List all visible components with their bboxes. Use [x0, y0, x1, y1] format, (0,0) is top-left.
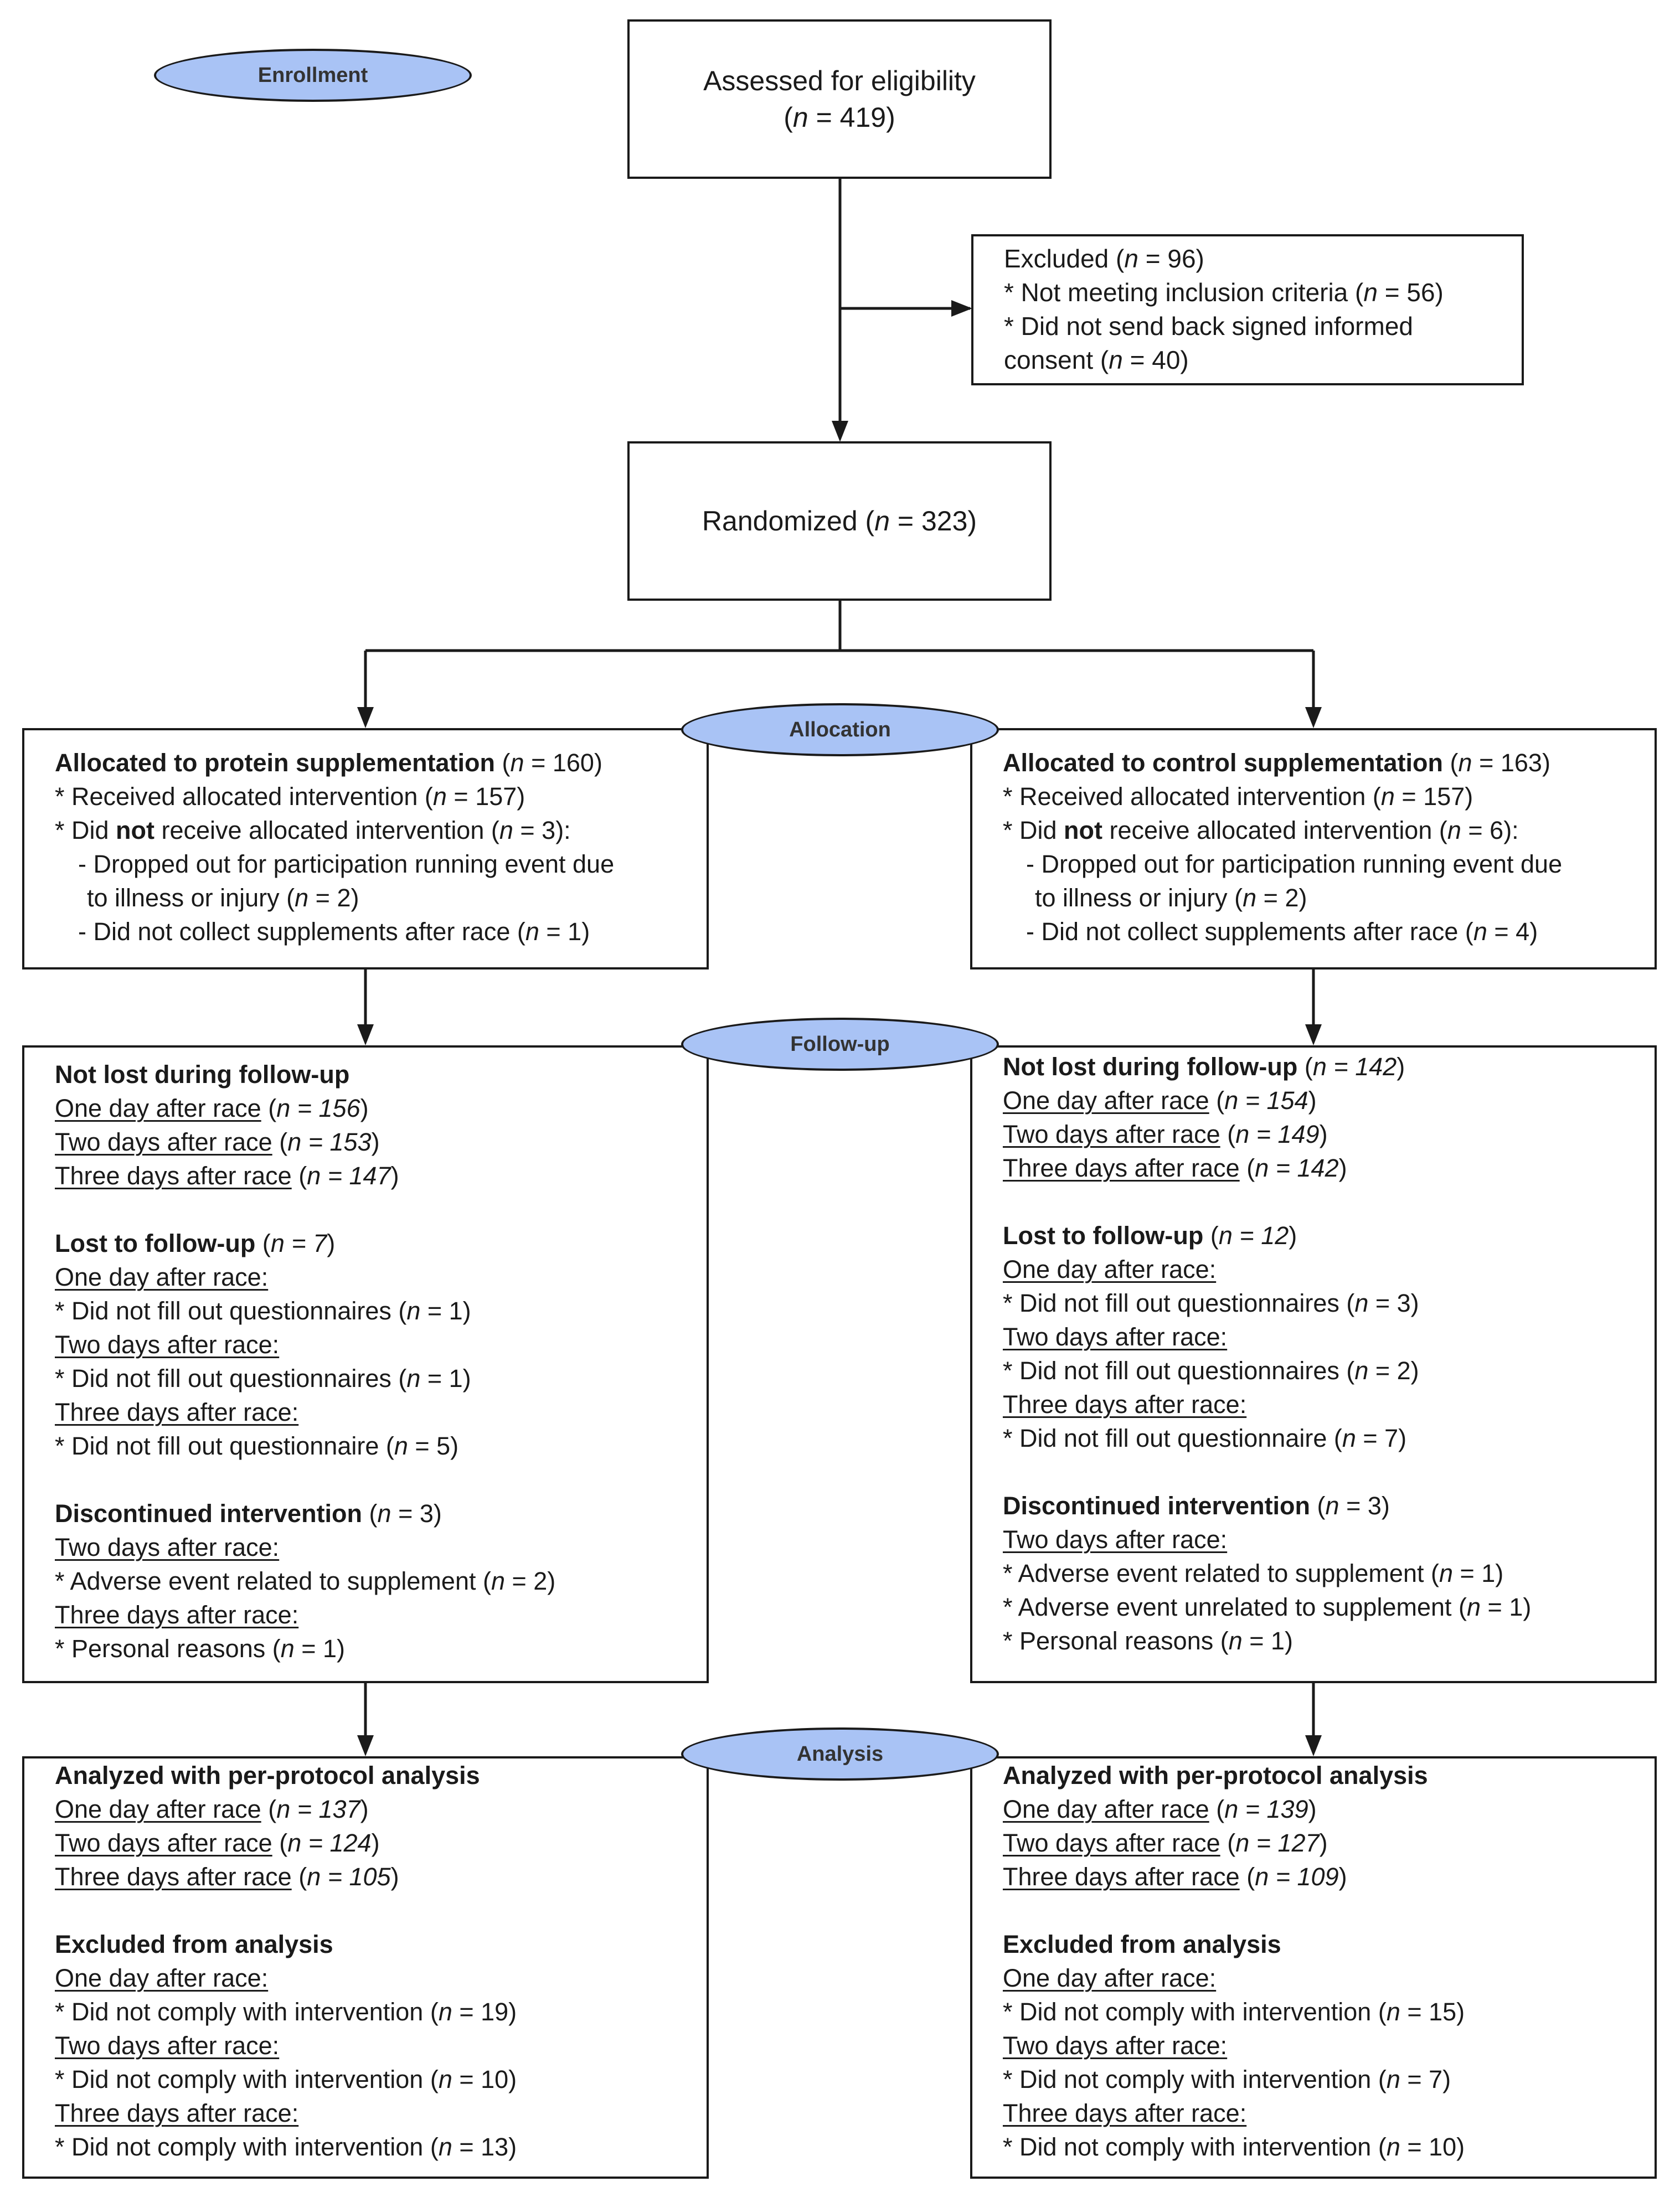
- excluded-reason: * Did not comply with intervention (n = …: [55, 1998, 517, 2026]
- analyzed-day-two: Two days after race (n = 124): [55, 1829, 380, 1857]
- allocation-protein-box: Allocated to protein supplementation (n …: [22, 728, 709, 969]
- excluded-analysis-heading: Excluded from analysis: [1003, 1930, 1281, 1958]
- arrowhead: [951, 300, 972, 317]
- lost-reason: * Did not fill out questionnaire (n = 5): [55, 1432, 459, 1460]
- assessed-label: Assessed for eligibility: [703, 65, 976, 96]
- lost-reason: * Did not fill out questionnaires (n = 1…: [55, 1297, 471, 1325]
- stage-follow-up: Follow-up: [681, 1018, 999, 1071]
- not-lost-heading: Not lost during follow-up: [55, 1060, 350, 1089]
- discontinued-heading: Discontinued intervention (n = 3): [1003, 1492, 1390, 1520]
- excluded-consent-count: consent (n = 40): [1004, 345, 1189, 374]
- excluded-analysis-heading: Excluded from analysis: [55, 1930, 333, 1958]
- followup-day-one: One day after race (n = 156): [55, 1094, 369, 1122]
- excluded-reason: * Did not comply with intervention (n = …: [1003, 1998, 1465, 2026]
- lost-day-three: Three days after race:: [55, 1398, 299, 1426]
- lost-heading: Lost to follow-up (n = 7): [55, 1229, 336, 1257]
- discontinued-reason: * Adverse event related to supplement (n…: [1003, 1559, 1504, 1587]
- lost-day-one: One day after race:: [1003, 1255, 1217, 1283]
- followup-protein-box: Not lost during follow-up One day after …: [22, 1045, 709, 1683]
- excluded-consent: * Did not send back signed informed: [1004, 312, 1413, 341]
- did-not-collect: - Did not collect supplements after race…: [78, 917, 590, 946]
- not-received-intervention: * Did not receive allocated intervention…: [55, 816, 571, 844]
- not-received-intervention: * Did not receive allocated intervention…: [1003, 816, 1519, 844]
- discontinued-day-two: Two days after race:: [1003, 1525, 1228, 1554]
- excluded-criteria: * Not meeting inclusion criteria (n = 56…: [1004, 278, 1444, 307]
- arrowhead: [1305, 1735, 1322, 1756]
- lost-day-one: One day after race:: [55, 1263, 269, 1291]
- randomized-label: Randomized (n = 323): [702, 505, 977, 537]
- analyzed-day-one: One day after race (n = 137): [55, 1795, 369, 1823]
- excluded-heading: Excluded (n = 96): [1004, 244, 1204, 273]
- excluded-reason: * Did not comply with intervention (n = …: [55, 2133, 517, 2161]
- analyzed-day-three: Three days after race (n = 105): [55, 1863, 399, 1891]
- analysis-protein-box: Analyzed with per-protocol analysis One …: [22, 1756, 709, 2179]
- excluded-day-two: Two days after race:: [1003, 2031, 1228, 2060]
- arrowhead: [357, 1735, 374, 1756]
- discontinued-day-three: Three days after race:: [55, 1601, 299, 1629]
- analyzed-day-one: One day after race (n = 139): [1003, 1795, 1317, 1823]
- received-intervention: * Received allocated intervention (n = 1…: [55, 782, 525, 811]
- lost-day-three: Three days after race:: [1003, 1390, 1247, 1419]
- arrowhead: [1305, 1024, 1322, 1045]
- lost-day-two: Two days after race:: [1003, 1323, 1228, 1351]
- excluded-day-one: One day after race:: [1003, 1964, 1217, 1992]
- stage-allocation: Allocation: [681, 703, 999, 756]
- followup-day-two: Two days after race (n = 153): [55, 1128, 380, 1156]
- assessed-box: Assessed for eligibility (n = 419): [627, 19, 1052, 179]
- arrowhead: [357, 1024, 374, 1045]
- analyzed-day-two: Two days after race (n = 127): [1003, 1829, 1328, 1857]
- excluded-day-three: Three days after race:: [1003, 2099, 1247, 2127]
- arrowhead: [357, 707, 374, 728]
- lost-reason: * Did not fill out questionnaire (n = 7): [1003, 1424, 1407, 1452]
- discontinued-reason: * Personal reasons (n = 1): [55, 1634, 346, 1663]
- dropped-out-count: to illness or injury (n = 2): [1035, 884, 1307, 912]
- followup-day-one: One day after race (n = 154): [1003, 1086, 1317, 1115]
- dropped-out: - Dropped out for participation running …: [78, 850, 615, 878]
- followup-day-three: Three days after race (n = 142): [1003, 1154, 1347, 1182]
- excluded-box: Excluded (n = 96) * Not meeting inclusio…: [971, 234, 1524, 385]
- lost-heading: Lost to follow-up (n = 12): [1003, 1221, 1297, 1250]
- excluded-reason: * Did not comply with intervention (n = …: [1003, 2133, 1465, 2161]
- allocation-control-box: Allocated to control supplementation (n …: [970, 728, 1657, 969]
- stage-enrollment: Enrollment: [154, 49, 472, 102]
- excluded-day-one: One day after race:: [55, 1964, 269, 1992]
- arrowhead: [832, 421, 848, 442]
- discontinued-reason: * Adverse event related to supplement (n…: [55, 1567, 556, 1595]
- discontinued-day-two: Two days after race:: [55, 1533, 280, 1561]
- analyzed-heading: Analyzed with per-protocol analysis: [55, 1761, 480, 1789]
- stage-analysis: Analysis: [681, 1727, 999, 1781]
- excluded-day-two: Two days after race:: [55, 2031, 280, 2060]
- lost-reason: * Did not fill out questionnaires (n = 2…: [1003, 1357, 1419, 1385]
- discontinued-heading: Discontinued intervention (n = 3): [55, 1499, 442, 1528]
- allocation-control-title: Allocated to control supplementation (n …: [1003, 749, 1550, 777]
- did-not-collect: - Did not collect supplements after race…: [1026, 917, 1538, 946]
- arrowhead: [1305, 707, 1322, 728]
- dropped-out-count: to illness or injury (n = 2): [87, 884, 359, 912]
- lost-day-two: Two days after race:: [55, 1330, 280, 1359]
- discontinued-reason: * Adverse event unrelated to supplement …: [1003, 1593, 1532, 1621]
- followup-control-box: Not lost during follow-up (n = 142) One …: [970, 1045, 1657, 1683]
- followup-day-three: Three days after race (n = 147): [55, 1162, 399, 1190]
- lost-reason: * Did not fill out questionnaires (n = 1…: [55, 1364, 471, 1393]
- allocation-protein-title: Allocated to protein supplementation (n …: [55, 749, 602, 777]
- excluded-reason: * Did not comply with intervention (n = …: [1003, 2065, 1451, 2093]
- analysis-control-box: Analyzed with per-protocol analysis One …: [970, 1756, 1657, 2179]
- discontinued-reason: * Personal reasons (n = 1): [1003, 1627, 1294, 1655]
- excluded-day-three: Three days after race:: [55, 2099, 299, 2127]
- analyzed-day-three: Three days after race (n = 109): [1003, 1863, 1347, 1891]
- randomized-box: Randomized (n = 323): [627, 441, 1052, 601]
- followup-day-two: Two days after race (n = 149): [1003, 1120, 1328, 1148]
- assessed-count: (n = 419): [784, 102, 895, 133]
- lost-reason: * Did not fill out questionnaires (n = 3…: [1003, 1289, 1419, 1317]
- excluded-reason: * Did not comply with intervention (n = …: [55, 2065, 517, 2093]
- received-intervention: * Received allocated intervention (n = 1…: [1003, 782, 1473, 811]
- analyzed-heading: Analyzed with per-protocol analysis: [1003, 1761, 1428, 1789]
- dropped-out: - Dropped out for participation running …: [1026, 850, 1563, 878]
- not-lost-heading: Not lost during follow-up (n = 142): [1003, 1053, 1405, 1081]
